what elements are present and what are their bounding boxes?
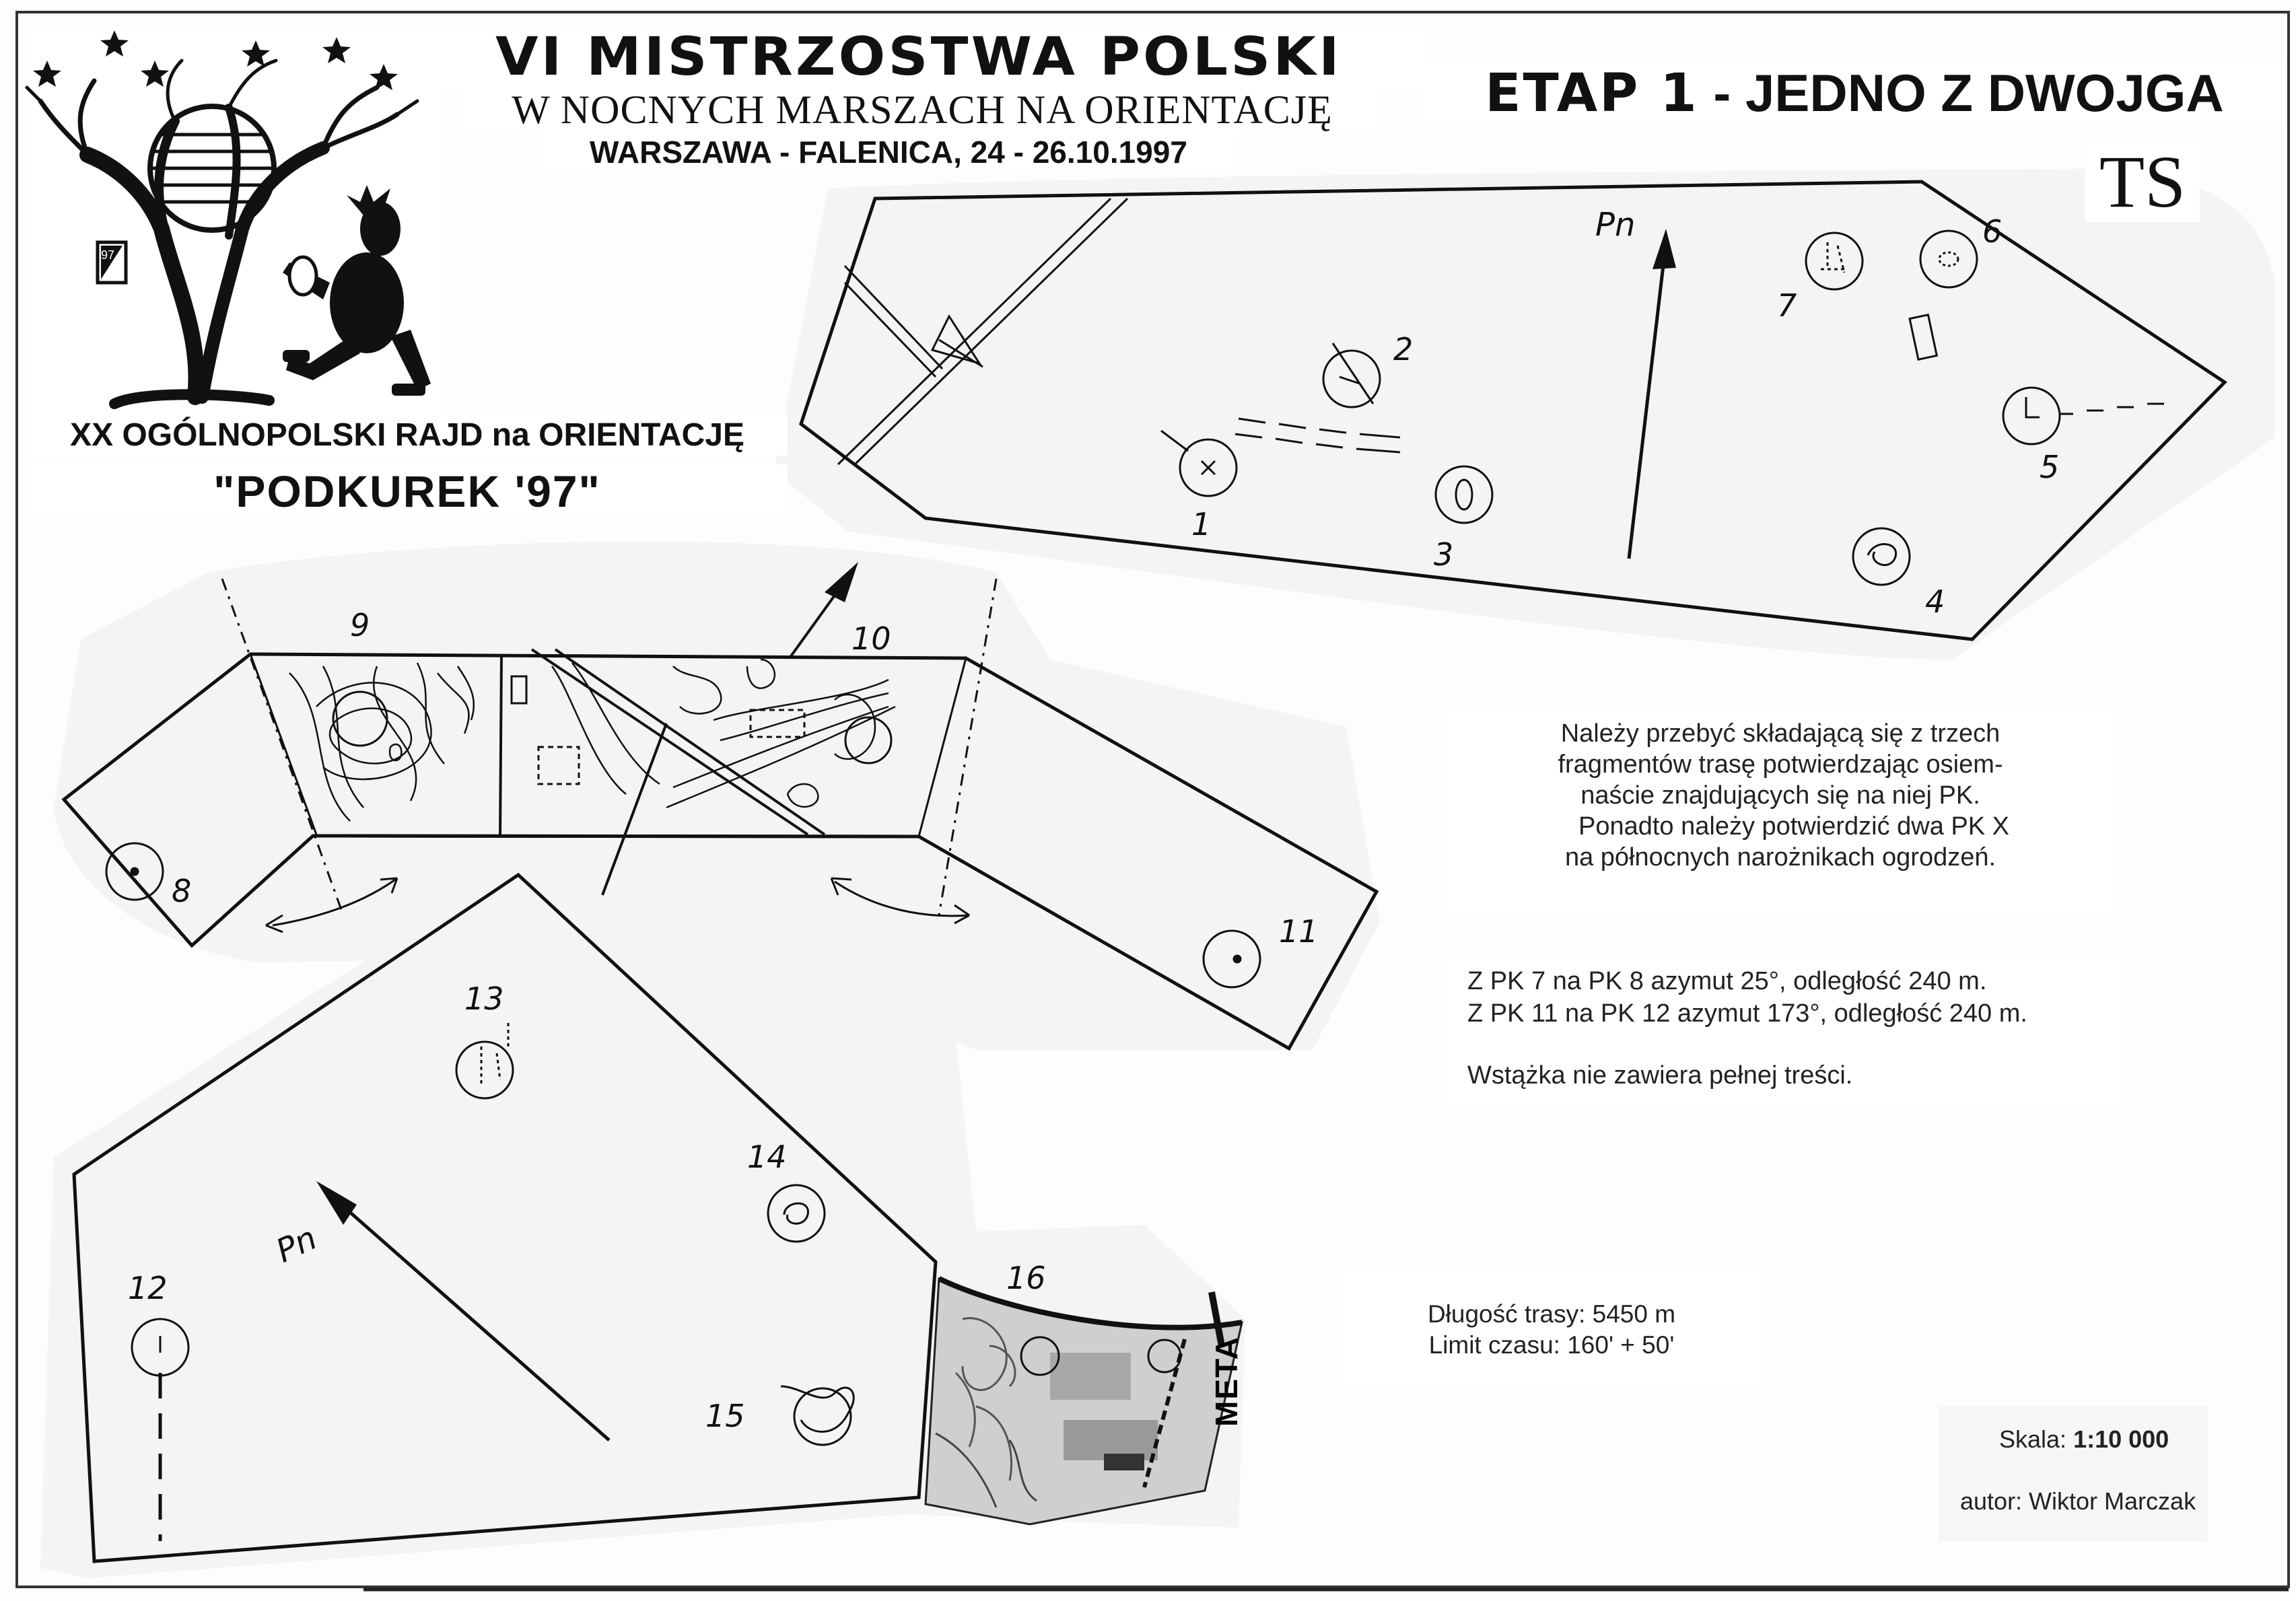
stage-name: JEDNO Z DWOJGA <box>1745 63 2224 122</box>
description-line: naście znajdujących się na niej PK. <box>1580 781 1980 810</box>
description-line: Należy przebyć składającą się z trzech <box>1560 719 2001 748</box>
sheet-frame <box>15 11 2290 1588</box>
label-control-6: 6 <box>1982 213 2002 250</box>
fragment-2 <box>61 562 1379 1051</box>
label-control-3: 3 <box>1434 536 1453 573</box>
scale-label: Skala: <box>1999 1425 2067 1453</box>
label-control-14: 14 <box>747 1139 787 1175</box>
fragment-3 <box>72 872 1243 1563</box>
azimuth-box: Z PK 7 na PK 8 azymut 25°, odległość 240… <box>1447 956 2120 1110</box>
label-control-16: 16 <box>1006 1260 1046 1296</box>
control-numbers: 1 2 3 4 5 6 7 8 9 10 11 12 13 14 15 16 <box>128 213 2059 1434</box>
label-control-2: 2 <box>1393 331 1413 367</box>
place-date: WARSZAWA - FALENICA, 24 - 26.10.1997 <box>538 133 1239 171</box>
category-code: TS <box>2085 141 2200 222</box>
author: autor: Wiktor Marczak <box>1960 1487 2196 1515</box>
label-control-4: 4 <box>1925 583 1945 620</box>
runner-icon <box>283 185 431 396</box>
event-name: XX OGÓLNOPOLSKI RAJD na ORIENTACJĘ <box>27 415 788 456</box>
control-7 <box>1805 232 1864 291</box>
description-line: na północnych narożnikach ogrodzeń. <box>1564 843 1996 871</box>
control-9 <box>332 690 388 747</box>
logo-badge: 97 <box>101 248 114 262</box>
time-limit: Limit czasu: 160' + 50' <box>1428 1331 1675 1359</box>
label-control-5: 5 <box>2040 449 2059 485</box>
description-line: fragmentów trasę potwierdzając osiem- <box>1558 750 2003 779</box>
label-control-15: 15 <box>705 1398 745 1434</box>
fragment-1-outline <box>799 180 2227 641</box>
ribbon-note: Wstążka nie zawiera pełnej treści. <box>1467 1061 1853 1090</box>
control-14 <box>767 1184 826 1243</box>
fragment-3-outline <box>72 872 938 1563</box>
control-2 <box>1322 349 1381 408</box>
control-10 <box>844 716 893 764</box>
azimuth-line: Z PK 7 na PK 8 azymut 25°, odległość 240… <box>1467 967 1987 995</box>
star-icons <box>33 30 398 90</box>
label-control-13: 13 <box>464 981 504 1017</box>
fragment-1 <box>799 180 2227 641</box>
scale-line: Skala: 1:10 000 <box>1999 1424 2169 1455</box>
scale-value: 1:10 000 <box>2073 1425 2169 1453</box>
control-13 <box>455 1040 514 1100</box>
label-control-7: 7 <box>1777 287 1797 324</box>
description-box: Należy przebyć składającą się z trzech f… <box>1447 710 2114 913</box>
north-label-1: Pn <box>1595 206 1635 244</box>
label-control-12: 12 <box>128 1270 168 1306</box>
scale-box: Skala: 1:10 000 autor: Wiktor Marczak <box>1939 1407 2208 1541</box>
description-line: Ponadto należy potwierdzić dwa PK X <box>1578 812 2010 841</box>
label-control-11: 11 <box>1279 913 1319 950</box>
stage-title: ETAP 1 - JEDNO Z DWOJGA <box>1424 59 2285 127</box>
map-fragment-16 <box>924 1276 1243 1526</box>
control-4 <box>1852 527 1911 586</box>
control-5 <box>2002 386 2061 446</box>
label-control-10: 10 <box>851 620 891 657</box>
control-15 <box>793 1387 852 1446</box>
event-title: "PODKUREK '97" <box>27 464 788 518</box>
stage-separator: - <box>1698 63 1745 122</box>
finish-label: META <box>1209 1336 1244 1427</box>
route-length: Długość trasy: 5450 m <box>1427 1300 1676 1328</box>
paper-cutouts <box>40 168 2275 1578</box>
tree-icon <box>25 59 419 409</box>
label-control-9: 9 <box>350 607 370 643</box>
route-info-box: Długość trasy: 5450 m Limit czasu: 160' … <box>1340 1265 1764 1386</box>
podkurek-logo: 97 <box>25 27 440 424</box>
label-control-1: 1 <box>1191 506 1211 542</box>
azimuth-line: Z PK 11 na PK 12 azymut 173°, odległość … <box>1467 999 2027 1028</box>
stage-prefix: ETAP 1 <box>1485 63 1699 124</box>
control-11 <box>1202 929 1261 989</box>
control-8 <box>105 842 164 901</box>
championship-subtitle: W NOCNYCH MARSZACH NA ORIENTACJĘ <box>464 86 1380 133</box>
control-6 <box>1919 229 1978 289</box>
control-3 <box>1434 465 1494 524</box>
control-1 <box>1179 438 1238 497</box>
label-control-8: 8 <box>172 873 191 909</box>
championship-title: VI MISTRZOSTWA POLSKI <box>413 27 1424 87</box>
